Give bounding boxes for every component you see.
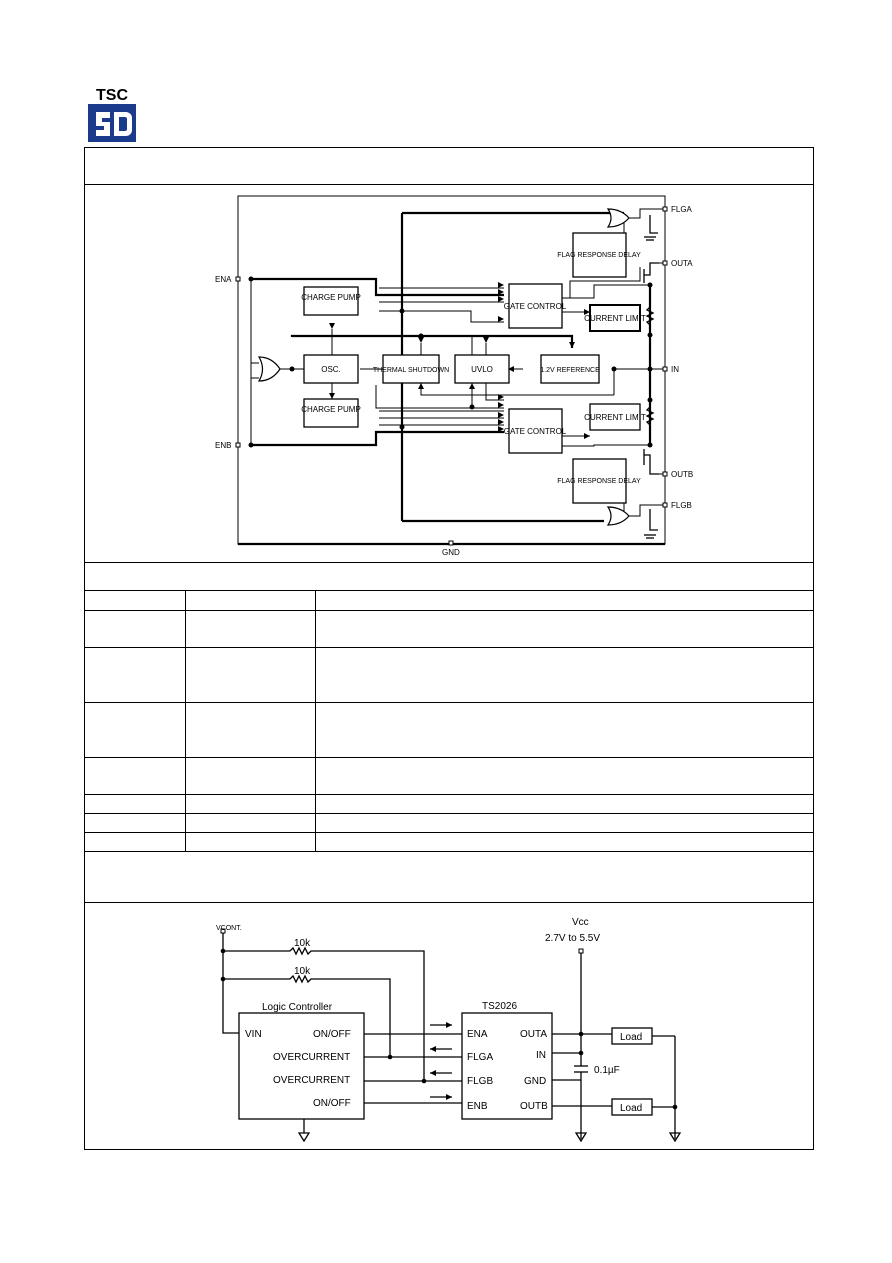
pin-gnd-label: GND xyxy=(442,548,460,557)
pin-in-label: IN xyxy=(671,365,679,374)
pin-enb-label: ENB xyxy=(215,441,231,450)
flag-delay-top-label: FLAG RESPONSE DELAY xyxy=(557,252,641,259)
gate-control-top-label: GATE CONTROL xyxy=(504,302,567,311)
or-gate-left-icon xyxy=(257,356,281,382)
application-circuit: VCONT. Vcc 2.7V to 5.5V 10k 10k Logic Co… xyxy=(216,917,682,1143)
logo-text: TSC xyxy=(96,87,128,104)
application-circuit-header-row xyxy=(84,871,814,903)
load-b-label: Load xyxy=(620,1103,642,1114)
table-row xyxy=(84,702,814,758)
chip-in-label: IN xyxy=(536,1050,546,1061)
current-limit-top-label: CURRENT LIMIT xyxy=(584,314,646,323)
thermal-shutdown-label: THERMAL SHUTDOWN xyxy=(373,367,449,374)
vcc-label: Vcc xyxy=(572,917,589,928)
chip-flgb-label: FLGB xyxy=(467,1076,493,1087)
pin-ena-label: ENA xyxy=(215,275,232,284)
controller-vin-label: VIN xyxy=(245,1029,262,1040)
gate-control-bottom-block xyxy=(508,408,563,454)
table-row xyxy=(84,794,814,814)
chip-outb-label: OUTB xyxy=(520,1101,548,1112)
current-limit-bottom-block xyxy=(589,403,641,431)
chip-enb-label: ENB xyxy=(467,1101,488,1112)
osc-block xyxy=(303,354,359,384)
pin-flga-label: FLGA xyxy=(671,205,693,214)
reference-label: 1.2V REFERENCE xyxy=(540,367,600,374)
block-diagram-header-row xyxy=(84,147,814,185)
controller-overcurrent-1-label: OVERCURRENT xyxy=(273,1052,350,1063)
table-row xyxy=(84,813,814,833)
flag-delay-bottom-label: FLAG RESPONSE DELAY xyxy=(557,478,641,485)
table-row xyxy=(84,757,814,795)
charge-pump-top-block xyxy=(303,286,359,316)
pin-outb-label: OUTB xyxy=(671,470,693,479)
resistor-1-label: 10k xyxy=(294,938,311,949)
ts2026-box xyxy=(461,1012,553,1120)
current-limit-bottom-label: CURRENT LIMIT xyxy=(584,413,646,422)
ts2026-title: TS2026 xyxy=(482,1001,517,1012)
reference-block xyxy=(540,354,600,384)
gate-control-bottom-label: GATE CONTROL xyxy=(504,427,567,436)
pin-flgb-label: FLGB xyxy=(671,501,692,510)
osc-label: OSC. xyxy=(321,365,341,374)
pin-description-header-row xyxy=(84,562,814,591)
controller-on-off-1-label: ON/OFF xyxy=(313,1029,351,1040)
table-row xyxy=(84,591,814,611)
tsc-logo: TSC xyxy=(88,87,136,142)
pin-description-table xyxy=(84,591,814,852)
vcont-label: VCONT. xyxy=(216,925,242,932)
chip-ena-label: ENA xyxy=(467,1029,488,1040)
thermal-shutdown-block xyxy=(382,354,440,384)
table-row xyxy=(84,610,814,648)
load-a-label: Load xyxy=(620,1032,642,1043)
gate-control-top-block xyxy=(508,283,563,329)
flag-delay-bottom-block xyxy=(572,458,627,504)
table-row xyxy=(84,832,814,852)
chip-outa-label: OUTA xyxy=(520,1029,547,1040)
table-row xyxy=(84,647,814,703)
chip-flga-label: FLGA xyxy=(467,1052,493,1063)
chip-gnd-label: GND xyxy=(524,1076,546,1087)
pin-outa-label: OUTA xyxy=(671,259,693,268)
capacitor-label: 0.1µF xyxy=(594,1065,620,1076)
charge-pump-top-label: CHARGE PUMP xyxy=(301,293,361,302)
block-diagram: CHARGE PUMP OSC. CHARGE PUMP THERMAL SHU… xyxy=(215,195,693,557)
current-limit-top-block xyxy=(589,304,641,332)
or-gate-flga-icon xyxy=(606,208,630,228)
uvlo-label: UVLO xyxy=(471,365,493,374)
logic-controller-title: Logic Controller xyxy=(262,1002,333,1013)
resistor-2-label: 10k xyxy=(294,966,311,977)
controller-on-off-2-label: ON/OFF xyxy=(313,1098,351,1109)
vcc-range-label: 2.7V to 5.5V xyxy=(545,933,600,944)
charge-pump-bottom-label: CHARGE PUMP xyxy=(301,405,361,414)
charge-pump-bottom-block xyxy=(303,398,359,428)
controller-overcurrent-2-label: OVERCURRENT xyxy=(273,1075,350,1086)
flag-delay-top-block xyxy=(572,232,627,278)
or-gate-flgb-icon xyxy=(606,506,630,526)
logic-controller-box xyxy=(238,1012,365,1120)
